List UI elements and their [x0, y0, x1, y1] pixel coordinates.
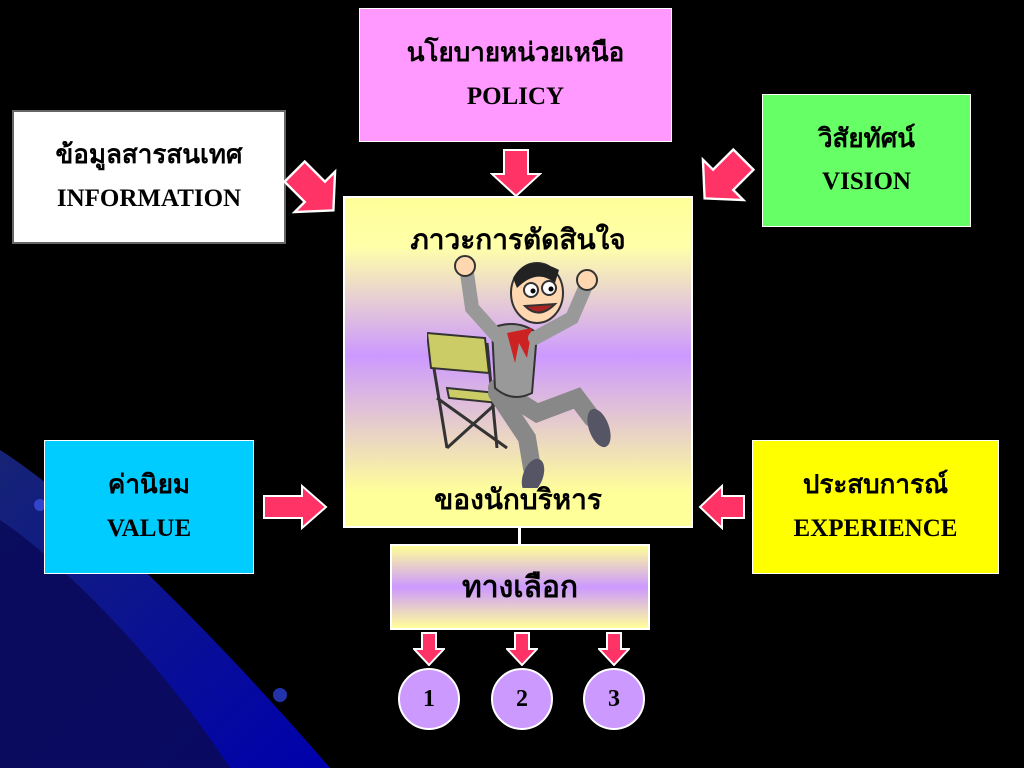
choice-number: 2: [516, 685, 528, 712]
center-subtitle: ของนักบริหาร: [434, 483, 602, 516]
experience-thai-label: ประสบการณ์: [802, 470, 949, 501]
decision-center-box: ภาวะการตัดสินใจ ของนักบริหาร: [343, 196, 693, 528]
choice-number: 3: [608, 685, 620, 712]
choice-circle-2: 2: [491, 668, 553, 730]
experience-box: ประสบการณ์ EXPERIENCE: [752, 440, 999, 574]
choice-3-down-arrow-icon: [598, 632, 630, 666]
information-box: ข้อมูลสารสนเทศ INFORMATION: [12, 110, 286, 244]
excited-man-director-chair-icon: [427, 255, 611, 488]
options-label: ทางเลือก: [461, 569, 579, 605]
choice-2-down-arrow-icon: [506, 632, 538, 666]
policy-english-label: POLICY: [466, 82, 565, 110]
information-english-label: INFORMATION: [56, 184, 242, 212]
choice-circle-3: 3: [583, 668, 645, 730]
vision-english-label: VISION: [822, 168, 911, 196]
experience-english-label: EXPERIENCE: [793, 514, 958, 542]
options-box: ทางเลือก: [390, 544, 650, 630]
choice-number: 1: [423, 685, 435, 712]
value-thai-label: ค่านิยม: [107, 470, 191, 501]
choice-1-down-arrow-icon: [413, 632, 445, 666]
vision-box: วิสัยทัศน์ VISION: [762, 94, 971, 227]
center-title: ภาวะการตัดสินใจ: [410, 223, 626, 256]
policy-box: นโยบายหน่วยเหนือ POLICY: [359, 8, 672, 142]
choice-circle-1: 1: [398, 668, 460, 730]
policy-down-arrow-icon: [490, 149, 542, 198]
information-thai-label: ข้อมูลสารสนเทศ: [55, 140, 243, 171]
vision-arrow-icon: [701, 148, 755, 202]
center-to-options-connector: [518, 528, 521, 544]
information-arrow-icon: [283, 160, 337, 214]
vision-thai-label: วิสัยทัศน์: [817, 123, 916, 154]
experience-left-arrow-icon: [698, 484, 745, 530]
policy-thai-label: นโยบายหน่วยเหนือ: [406, 38, 625, 69]
value-english-label: VALUE: [106, 514, 192, 542]
value-right-arrow-icon: [263, 484, 328, 530]
value-box: ค่านิยม VALUE: [44, 440, 254, 574]
